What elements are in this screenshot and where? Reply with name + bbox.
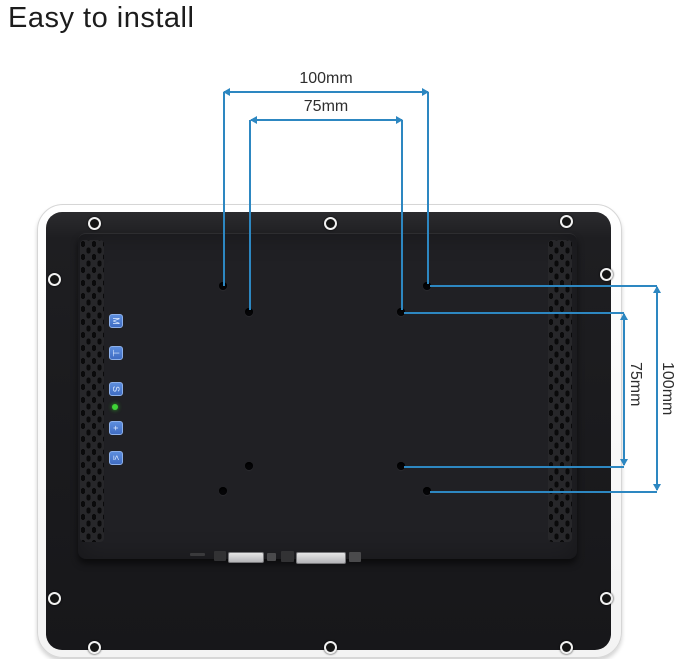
select-button-glyph: S <box>110 385 121 393</box>
arrowhead-icon <box>653 484 661 491</box>
connector-block <box>267 553 276 561</box>
menu-button-glyph: M <box>111 317 121 325</box>
label-100mm-side: 100mm <box>659 362 676 416</box>
leader-line <box>430 491 657 493</box>
monitor-raised-panel <box>78 233 577 559</box>
leader-line <box>430 285 657 287</box>
screw <box>560 641 573 654</box>
vesa-hole-100-bottom-right <box>423 487 431 495</box>
minus-button-glyph: ≤ <box>110 455 121 461</box>
label-75mm-top: 75mm <box>303 98 349 115</box>
leader-line <box>404 466 624 468</box>
down-button-glyph: ⊥ <box>111 349 121 357</box>
arrowhead-icon <box>620 313 628 320</box>
screw <box>88 217 101 230</box>
connector-block <box>214 551 226 561</box>
osd-menu-button: M <box>109 314 123 328</box>
leader-line <box>404 312 624 314</box>
extension-line <box>401 120 403 310</box>
osd-down-button: ⊥ <box>109 346 123 360</box>
vesa-hole-75-top-right <box>397 308 405 316</box>
dimension-line-100mm-top <box>223 88 429 96</box>
screw <box>48 273 61 286</box>
connector-block <box>281 551 294 562</box>
arrowhead-icon <box>653 286 661 293</box>
connector-slot <box>190 553 205 556</box>
extension-line <box>427 92 429 284</box>
screw <box>324 641 337 654</box>
connector-block <box>349 552 361 562</box>
power-led <box>112 404 118 410</box>
screw <box>88 641 101 654</box>
screw <box>600 268 613 281</box>
label-100mm-top: 100mm <box>299 70 353 87</box>
vesa-hole-75-bottom-right <box>397 462 405 470</box>
vesa-hole-100-bottom-left <box>219 487 227 495</box>
dimension-line-75mm-side <box>620 313 628 466</box>
screw <box>600 592 613 605</box>
osd-minus-button: ≤ <box>109 451 123 465</box>
extension-line <box>223 92 225 286</box>
vga-port <box>228 552 264 563</box>
vesa-hole-75-top-left <box>245 308 253 316</box>
vesa-hole-100-top-left <box>219 282 227 290</box>
vent-holes-left <box>80 240 104 542</box>
dimension-line-100mm-side <box>653 286 661 491</box>
arrowhead-icon <box>620 459 628 466</box>
osd-select-button: S <box>109 382 123 396</box>
dimension-line-75mm-top <box>250 116 403 124</box>
screw <box>48 592 61 605</box>
extension-line <box>249 120 251 310</box>
page-title: Easy to install <box>8 2 195 34</box>
arrowhead-icon <box>422 88 429 96</box>
plus-button-glyph: + <box>110 425 121 431</box>
vesa-hole-75-bottom-left <box>245 462 253 470</box>
label-75mm-side: 75mm <box>627 362 644 407</box>
arrowhead-icon <box>250 116 257 124</box>
arrowhead-icon <box>396 116 403 124</box>
screw <box>324 217 337 230</box>
vesa-hole-100-top-right <box>423 282 431 290</box>
osd-plus-button: + <box>109 421 123 435</box>
arrowhead-icon <box>223 88 230 96</box>
dvi-port <box>296 552 346 564</box>
screw <box>560 215 573 228</box>
